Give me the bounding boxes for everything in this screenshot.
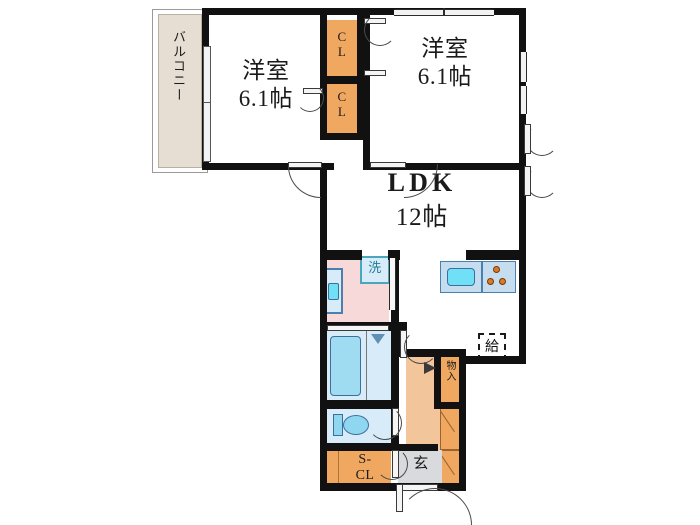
toilet-bowl-icon <box>343 415 369 435</box>
stove-burner-icon <box>493 266 500 273</box>
washer-label: 洗 <box>368 260 382 275</box>
window-right-bedroom-right[interactable] <box>520 52 527 82</box>
storage-label: 物入 <box>444 360 455 383</box>
wall-closet-right <box>357 8 364 140</box>
wall-right-bedroom-left <box>363 8 370 170</box>
door-washroom-arc <box>404 330 438 364</box>
storage-closet <box>440 356 462 406</box>
door-bathroom-leaf[interactable] <box>327 325 389 331</box>
storage-door-marker <box>424 362 436 374</box>
balcony-label: バルコニー <box>171 30 186 103</box>
window-mullion <box>443 8 445 15</box>
door-right-bedroom-leaf[interactable] <box>370 162 406 168</box>
bath-drain-icon <box>371 334 385 344</box>
balcony-sliding-door-lower[interactable] <box>203 102 211 162</box>
wall-storage-left <box>434 356 441 408</box>
wall-genkan-top <box>398 444 438 451</box>
closet-upper <box>326 20 358 78</box>
closet-lower-label: C L <box>337 89 347 119</box>
genkan-inner-door-leaf[interactable] <box>392 450 399 478</box>
water-heater-label: 給 <box>485 340 499 355</box>
door-closet-upper-arc <box>364 14 396 46</box>
room-left-name: 洋室 <box>242 58 290 83</box>
wall-ldk-bottom-right <box>459 356 526 364</box>
window-right-bedroom-right-2[interactable] <box>520 86 527 114</box>
stove-burner-icon <box>499 278 506 285</box>
wall-hall-right <box>459 356 466 491</box>
wall-left-bedroom-bottom <box>202 163 334 170</box>
toilet-tank-icon <box>333 414 343 436</box>
wall-bottom <box>320 483 466 491</box>
door-closet-upper-leaf-2[interactable] <box>364 70 386 76</box>
kitchen-counter-divider <box>481 261 483 293</box>
shoe-closet-label: S- CL <box>355 452 375 483</box>
wall-kitchen-recess <box>466 250 520 260</box>
wall-closet-bottom <box>320 133 364 140</box>
wall-between-closets <box>320 76 364 84</box>
wall-bath-right <box>391 322 399 404</box>
wall-toilet-top <box>320 400 398 409</box>
wall-lower-left <box>320 250 327 490</box>
room-right-bedroom <box>370 14 520 164</box>
wall-right-bedroom-bottom <box>363 163 526 170</box>
entrance-door-hinge[interactable] <box>396 484 403 512</box>
shoe-closet-divider <box>338 450 340 484</box>
washer-box <box>360 256 390 284</box>
room-right-size: 6.1帖 <box>417 64 473 89</box>
bathroom-divider <box>366 330 368 402</box>
closet-lower <box>326 84 358 134</box>
genkan-inner-door-arc <box>376 448 408 480</box>
door-toilet-arc <box>368 406 402 440</box>
wall-washroom-top <box>320 250 362 260</box>
entrance-door-arc <box>398 488 472 525</box>
wall-ldk-right <box>519 163 526 363</box>
bathtub-icon <box>330 336 361 396</box>
door-ldk-right-upper-leaf[interactable] <box>524 124 531 154</box>
room-right-name: 洋室 <box>421 36 469 61</box>
balcony-sliding-door-upper[interactable] <box>203 46 211 106</box>
door-closet-lower-arc <box>296 84 324 112</box>
wall-shoe-closet-top <box>320 443 398 451</box>
closet-upper-label: C L <box>337 29 347 59</box>
vanity-basin-icon <box>328 283 339 300</box>
wall-closet-left <box>320 8 327 140</box>
stove-burner-icon <box>487 278 494 285</box>
ldk-size: 12帖 <box>395 204 449 231</box>
balcony-area <box>158 14 202 168</box>
kitchen-sink-icon <box>447 268 475 286</box>
door-ldk-right-lower-leaf[interactable] <box>524 166 531 196</box>
wall-ldk-left <box>320 163 327 258</box>
entrance-label: 玄 <box>413 456 429 472</box>
room-left-size: 6.1帖 <box>238 86 294 111</box>
wall-storage-bottom <box>434 402 466 409</box>
window-washroom[interactable] <box>389 258 396 310</box>
